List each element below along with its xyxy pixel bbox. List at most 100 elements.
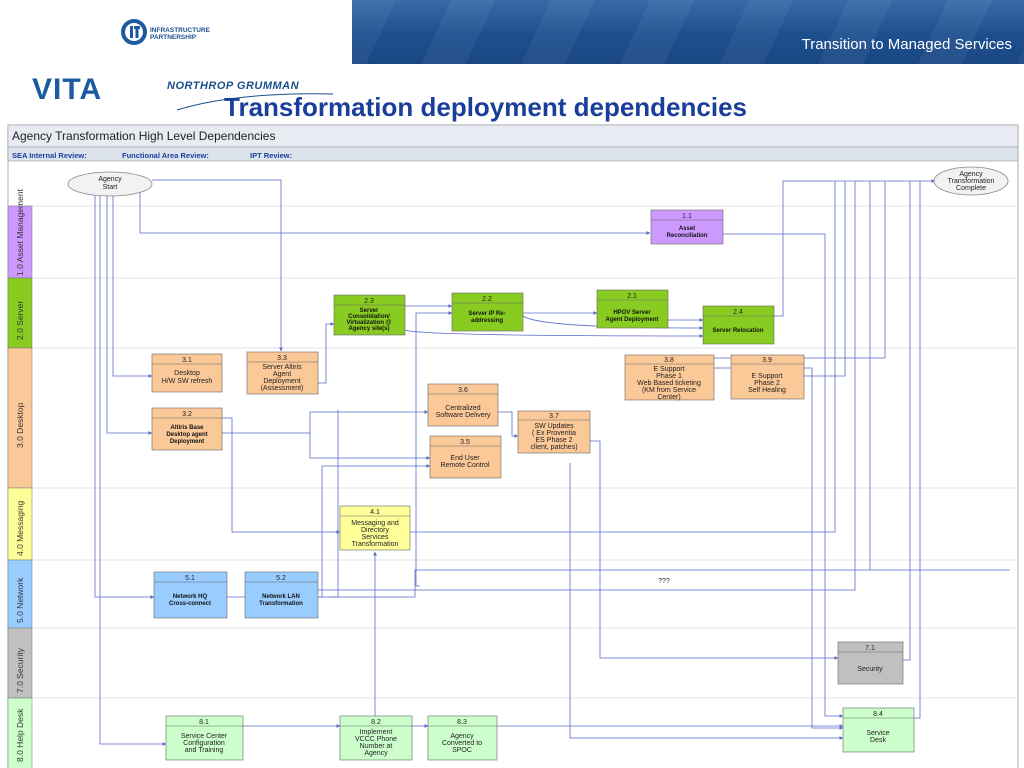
svg-text:Services: Services	[362, 534, 389, 541]
diagram-title: Agency Transformation High Level Depende…	[12, 129, 275, 143]
svg-text:E Support: E Support	[751, 373, 782, 380]
box-5-2: 5.2 Network LAN Transformation	[244, 571, 319, 619]
svg-text:Agency: Agency	[364, 750, 388, 757]
svg-text:4.1: 4.1	[370, 509, 380, 516]
svg-text:2.3: 2.3	[364, 298, 374, 305]
svg-text:Security: Security	[857, 666, 883, 673]
svg-text:Network LAN: Network LAN	[262, 594, 300, 600]
svg-text:Agent: Agent	[273, 371, 291, 378]
svg-text:client, patches): client, patches)	[530, 444, 577, 451]
svg-text:3.5: 3.5	[460, 439, 470, 446]
box-1-1: 1.1 Asset Reconciliation	[650, 209, 724, 245]
box-4-1: 4.1 Messaging and Directory Services Tra…	[339, 505, 411, 551]
header-title: Transition to Managed Services	[801, 36, 1012, 53]
lane-header-messaging	[7, 487, 33, 561]
svg-text:Configuration: Configuration	[183, 740, 225, 747]
infrastructure-partnership-logo-text: INFRASTRUCTURE PARTNERSHIP	[150, 27, 210, 41]
svg-text:Desk: Desk	[870, 737, 886, 744]
connectors	[94, 179, 1010, 746]
svg-text:Service: Service	[866, 730, 889, 737]
box-3-6: 3.6 Centralized Software Delivery	[427, 383, 499, 427]
lane-label-messaging: 4.0 Messaging	[15, 500, 25, 556]
svg-text:SPOC: SPOC	[452, 747, 472, 754]
northrop-grumman-logo: NORTHROP GRUMMAN	[167, 80, 300, 92]
box-8-4: 8.4 Service Desk	[842, 707, 915, 753]
lane-header-helpdesk	[7, 697, 33, 768]
svg-text:Cross-connect: Cross-connect	[169, 601, 211, 607]
logo-swoosh-icon	[176, 93, 334, 111]
svg-text:Web Based ticketing: Web Based ticketing	[637, 380, 701, 387]
box-3-5: 3.5 End User Remote Control	[429, 435, 502, 479]
header-pattern	[352, 0, 1024, 64]
svg-text:Reconciliation: Reconciliation	[666, 233, 707, 239]
header-band: Transition to Managed Services	[352, 0, 1024, 64]
svg-text:Service Center: Service Center	[181, 733, 228, 740]
svg-text:Centralized: Centralized	[445, 405, 481, 412]
box-8-3: 8.3 Agency Converted to SPOC	[427, 715, 498, 761]
svg-text:Deployment: Deployment	[170, 439, 204, 445]
box-3-7: 3.7 SW Updates ( Ex Proventia ES Phase 2…	[517, 410, 591, 454]
svg-text:(KM from Service: (KM from Service	[642, 387, 696, 394]
review-bar	[7, 146, 1019, 162]
review-label-ipt: IPT Review:	[250, 151, 292, 160]
svg-text:ES Phase 2: ES Phase 2	[536, 437, 573, 444]
lane-label-security: 7.0 Security	[15, 647, 25, 693]
review-label-functional: Functional Area Review:	[122, 151, 209, 160]
svg-text:Self Healing: Self Healing	[748, 387, 786, 394]
svg-text:Directory: Directory	[361, 527, 390, 534]
box-7-1: 7.1 Security	[837, 641, 904, 685]
lane-header-network	[7, 559, 33, 629]
dependency-diagram: Agency Transformation High Level Depende…	[7, 124, 1019, 768]
slide-title: Transformation deployment dependencies	[224, 92, 747, 122]
svg-text:3.8: 3.8	[664, 357, 674, 364]
svg-text:( Ex Proventia: ( Ex Proventia	[532, 430, 576, 437]
box-3-8: 3.8 E Support Phase 1 Web Based ticketin…	[624, 354, 715, 401]
svg-text:Agent Deployment: Agent Deployment	[605, 317, 658, 323]
svg-text:Transformation: Transformation	[259, 601, 303, 607]
svg-text:Server Relocation: Server Relocation	[712, 328, 763, 334]
svg-text:2.4: 2.4	[733, 309, 743, 316]
svg-text:8.1: 8.1	[199, 719, 209, 726]
review-label-sea: SEA Internal Review:	[12, 151, 87, 160]
svg-text:Implement: Implement	[360, 729, 393, 736]
lane-separators	[8, 205, 1018, 699]
svg-text:5.1: 5.1	[185, 575, 195, 582]
unknown-note: ???	[658, 578, 670, 585]
svg-text:3.6: 3.6	[458, 387, 468, 394]
lane-headers: 1.0 Asset Management 2.0 Server 3.0 Desk…	[7, 188, 33, 768]
box-8-1: 8.1 Service Center Configuration and Tra…	[165, 715, 244, 761]
svg-text:5.2: 5.2	[276, 575, 286, 582]
lane-label-desktop: 3.0 Desktop	[15, 402, 25, 448]
svg-text:Altiris Base: Altiris Base	[170, 425, 204, 431]
svg-text:Remote Control: Remote Control	[440, 462, 489, 469]
svg-text:Software Delivery: Software Delivery	[436, 412, 491, 419]
svg-text:Deployment: Deployment	[263, 378, 300, 385]
vita-logo: VITA	[32, 73, 103, 106]
svg-text:Network HQ: Network HQ	[173, 594, 208, 600]
svg-text:H/W SW refresh: H/W SW refresh	[162, 378, 213, 385]
box-2-4: 2.4 Server Relocation	[702, 305, 775, 345]
svg-text:Agency site(s): Agency site(s)	[348, 326, 389, 332]
svg-text:Phase 1: Phase 1	[656, 373, 682, 380]
svg-text:Agency: Agency	[450, 733, 474, 740]
svg-text:Phase 2: Phase 2	[754, 380, 780, 387]
svg-text:and Training: and Training	[185, 747, 224, 754]
svg-text:3.3: 3.3	[277, 355, 287, 362]
svg-text:Desktop agent: Desktop agent	[166, 432, 207, 438]
svg-text:8.4: 8.4	[873, 711, 883, 718]
infrastructure-partnership-logo-icon	[121, 19, 147, 45]
svg-text:End User: End User	[450, 455, 480, 462]
box-2-1: 2.1 HPOV Server Agent Deployment	[596, 289, 669, 329]
svg-text:2.1: 2.1	[627, 293, 637, 300]
box-2-2: 2.2 Server IP Re- addressing	[451, 292, 524, 332]
svg-text:Messaging and: Messaging and	[351, 520, 399, 527]
agency-complete-label-1: Agency	[959, 171, 983, 178]
svg-text:8.3: 8.3	[457, 719, 467, 726]
lane-label-server: 2.0 Server	[15, 301, 25, 340]
svg-text:Virtualization @: Virtualization @	[346, 320, 391, 326]
lane-label-asset: 1.0 Asset Management	[15, 188, 25, 276]
svg-text:VCCC Phone: VCCC Phone	[355, 736, 397, 743]
svg-text:(Assessment): (Assessment)	[261, 385, 304, 392]
box-3-1: 3.1 Desktop H/W SW refresh	[151, 353, 223, 393]
svg-text:Consolidation/: Consolidation/	[348, 314, 390, 320]
